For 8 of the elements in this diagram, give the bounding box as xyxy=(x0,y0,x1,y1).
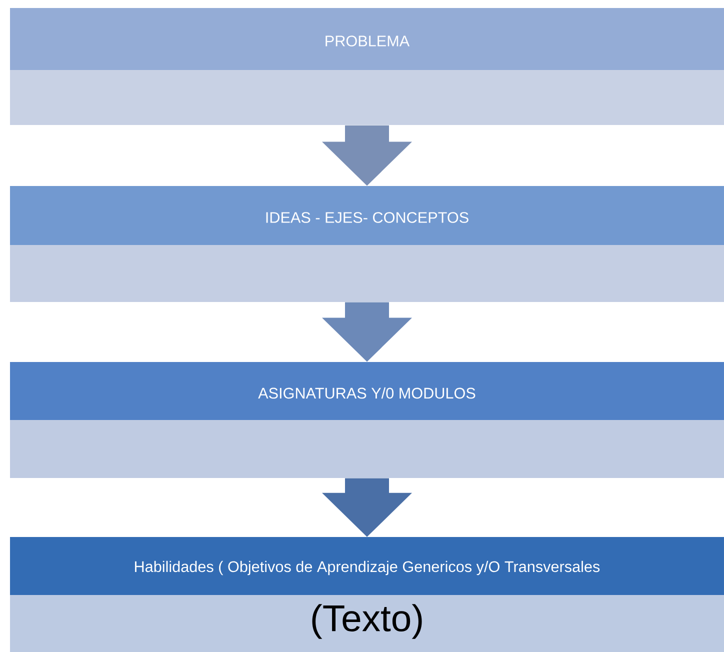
block-arrow xyxy=(322,302,412,362)
flow-block: ASIGNATURAS Y/0 MODULOS xyxy=(10,362,724,478)
node-label: (Texto) xyxy=(312,604,422,639)
block-arrow xyxy=(322,125,412,186)
flow-block: Habilidades ( Objetivos de Aprendizaje Genericos y/O Transversales (Texto) xyxy=(10,537,724,652)
block-arrow xyxy=(322,478,412,537)
flow-block: IDEAS - EJES- CONCEPTOS xyxy=(10,186,724,302)
flow-block: PROBLEMA xyxy=(10,8,724,125)
